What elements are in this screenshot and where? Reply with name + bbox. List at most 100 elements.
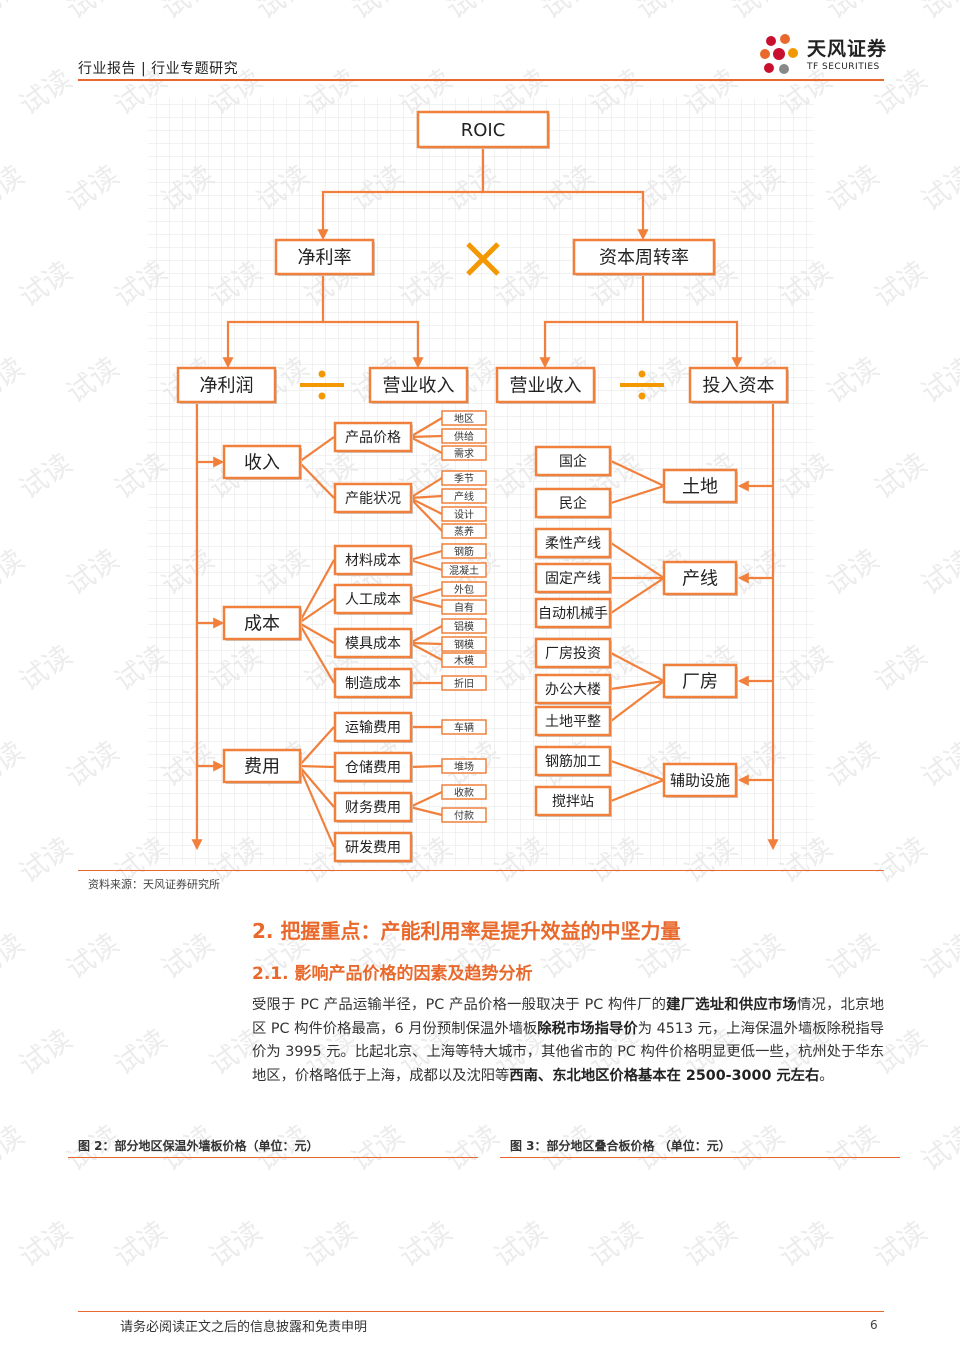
left-sub-node-label: 产能状况	[345, 491, 401, 507]
leaf-node: 季节	[441, 470, 487, 486]
roic-node-label: ROIC	[461, 120, 506, 141]
right-sub-node: 民企	[534, 487, 612, 519]
left-sub-node-label: 制造成本	[345, 676, 401, 692]
figure-3-caption: 图 3：部分地区叠合板价格 （单位：元）	[510, 1139, 731, 1153]
right-group-node-label: 土地	[682, 476, 718, 497]
leaf-node: 蒸养	[441, 523, 487, 539]
capital-turnover-node: 资本周转率	[572, 238, 716, 276]
right-group-node: 辅助设施	[662, 762, 738, 798]
watermark-text: 试读	[725, 927, 790, 986]
left-sub-node: 材料成本	[333, 544, 413, 576]
watermark-text: 试读	[108, 1215, 173, 1274]
disclaimer-text: 请务必阅读正文之后的信息披露和免责申明	[120, 1320, 368, 1335]
leaf-label: 堆场	[454, 760, 474, 773]
leaf-label: 地区	[454, 412, 474, 425]
logo-english: TF SECURITIES	[807, 62, 880, 72]
right-sub-node: 国企	[534, 445, 612, 477]
revenue-node-left: 营业收入	[368, 366, 469, 404]
leaf-label: 木模	[454, 655, 474, 667]
right-sub-node: 固定产线	[534, 562, 612, 594]
multiply-icon	[466, 242, 500, 276]
right-group-node: 厂房	[662, 663, 738, 699]
right-sub-node: 土地平整	[534, 705, 612, 737]
right-group-node-label: 辅助设施	[670, 771, 730, 789]
body-paragraph: 受限于 PC 产品运输半径，PC 产品价格一般取决于 PC 构件厂的建厂选址和供…	[252, 997, 885, 1084]
leaf-node: 钢筋	[441, 543, 487, 559]
left-group-node-label: 收入	[244, 452, 280, 473]
right-sub-node: 钢筋加工	[534, 745, 612, 777]
right-group-node-label: 厂房	[682, 671, 718, 692]
watermark-text: 试读	[13, 1023, 78, 1082]
watermark-text: 试读	[820, 927, 885, 986]
invested-capital-node-label: 投入资本	[703, 375, 775, 396]
watermark-text: 试读	[488, 1215, 553, 1274]
left-group-node: 费用	[222, 748, 302, 784]
leaf-node: 外包	[441, 581, 487, 597]
leaf-label: 产线	[454, 490, 474, 503]
leaf-node: 折旧	[441, 675, 487, 691]
leaf-label: 车辆	[454, 721, 474, 734]
leaf-node: 供给	[441, 428, 487, 444]
net-margin-node-label: 净利率	[298, 247, 352, 268]
leaf-node: 铝模	[441, 618, 487, 634]
watermark-text: 试读	[345, 1119, 410, 1178]
right-group-node-label: 产线	[682, 568, 718, 589]
right-sub-node-label: 民企	[559, 495, 587, 512]
leaf-node: 钢模	[441, 636, 487, 652]
leaf-label: 需求	[454, 448, 474, 460]
right-sub-node-label: 搅拌站	[552, 794, 594, 810]
section-heading: 2. 把握重点：产能利用率是提升效益的中坚力量	[252, 919, 681, 943]
left-sub-node: 人工成本	[333, 583, 413, 615]
left-sub-node: 产能状况	[333, 482, 413, 514]
leaf-node: 付款	[441, 807, 487, 823]
leaf-node: 地区	[441, 410, 487, 426]
watermark-text: 试读	[868, 1215, 933, 1274]
roic-node: ROIC	[416, 110, 550, 149]
leaf-label: 收款	[454, 786, 474, 799]
revenue-node-right: 营业收入	[495, 366, 596, 404]
left-sub-node-label: 研发费用	[345, 840, 401, 856]
logo-chinese: 天风证券	[807, 38, 888, 60]
leaf-node: 设计	[441, 506, 487, 522]
right-sub-node-label: 自动机械手	[538, 606, 608, 622]
watermark-text: 试读	[298, 1215, 363, 1274]
leaf-label: 自有	[454, 601, 474, 614]
left-sub-node-label: 仓储费用	[345, 760, 401, 776]
leaf-label: 混凝土	[449, 564, 479, 577]
right-sub-node: 柔性产线	[534, 527, 612, 559]
left-sub-node-label: 运输费用	[345, 720, 401, 736]
leaf-node: 收款	[441, 784, 487, 800]
header-divider	[78, 79, 884, 81]
source-note: 资料来源：天风证券研究所	[88, 878, 220, 891]
revenue-node-right-label: 营业收入	[510, 375, 582, 396]
flower-logo-icon	[760, 34, 798, 74]
leaf-label: 外包	[454, 583, 474, 596]
right-sub-node: 厂房投资	[534, 637, 612, 669]
right-sub-node-label: 柔性产线	[545, 536, 601, 552]
subsection-heading: 2.1. 影响产品价格的因素及趋势分析	[252, 964, 533, 984]
right-sub-node-label: 厂房投资	[545, 646, 601, 662]
leaf-label: 供给	[454, 430, 474, 443]
leaf-node: 需求	[441, 445, 487, 461]
company-logo: 天风证券 TF SECURITIES	[757, 32, 892, 78]
leaf-node: 木模	[441, 652, 487, 668]
right-sub-node-label: 钢筋加工	[545, 753, 601, 770]
leaf-label: 季节	[454, 473, 474, 485]
right-sub-node-label: 固定产线	[545, 571, 601, 587]
right-sub-node: 自动机械手	[534, 597, 612, 629]
left-sub-node: 仓储费用	[333, 751, 413, 783]
watermark-text: 试读	[155, 927, 220, 986]
net-profit-node: 净利润	[176, 366, 277, 404]
figure-2-divider	[68, 1157, 478, 1158]
watermark-text: 试读	[773, 1215, 838, 1274]
report-category: 行业报告 | 行业专题研究	[78, 61, 239, 77]
left-sub-node: 运输费用	[333, 711, 413, 743]
divide-icon	[620, 370, 664, 400]
invested-capital-node: 投入资本	[688, 366, 789, 404]
watermark-text: 试读	[583, 1215, 648, 1274]
footer-divider	[78, 1311, 884, 1312]
watermark-text: 试读	[915, 927, 960, 986]
left-sub-node-label: 财务费用	[345, 800, 401, 816]
leaf-node: 堆场	[441, 758, 487, 774]
right-group-node: 土地	[662, 468, 738, 504]
